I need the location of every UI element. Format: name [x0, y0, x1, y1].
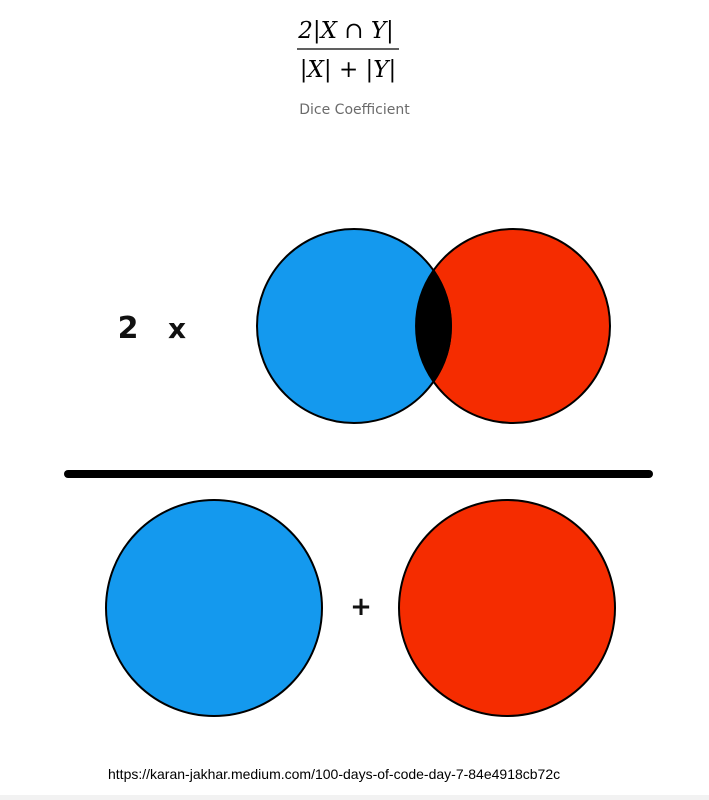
plus-sign: +: [350, 592, 372, 622]
bottom-strip: [0, 795, 709, 800]
multiplier-two: 2: [118, 311, 139, 346]
formula-caption: Dice Coefficient: [299, 102, 410, 118]
formula-denominator: |X| + |Y|: [300, 57, 396, 83]
intersection-outline: [415, 268, 452, 384]
formula-numerator: 2|X ∩ Y|: [297, 18, 394, 44]
multiplication-sign: x: [168, 312, 186, 345]
dice-formula: 2|X ∩ Y| |X| + |Y|: [297, 18, 399, 83]
set-x-circle-bottom: [105, 499, 323, 717]
source-url: https://karan-jakhar.medium.com/100-days…: [108, 766, 561, 782]
set-y-circle-bottom: [398, 499, 616, 717]
